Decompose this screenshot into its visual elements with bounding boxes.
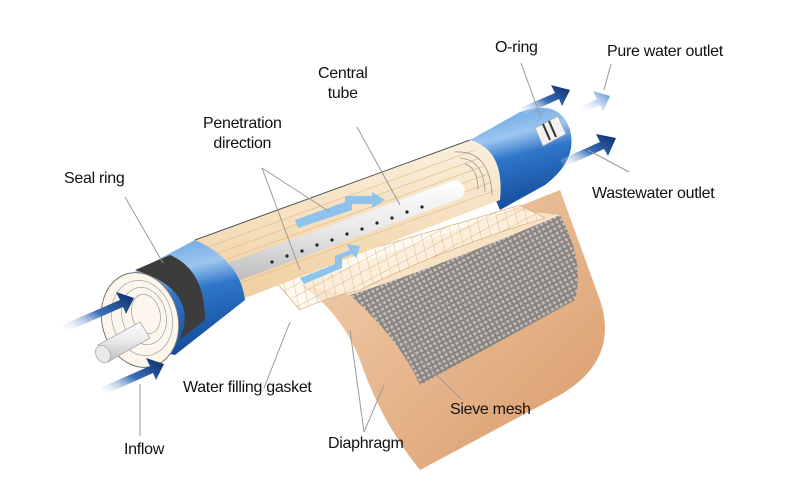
membrane-housing — [95, 107, 572, 368]
label-water-filling-gasket: Water filling gasket — [183, 379, 312, 396]
o-ring — [542, 120, 557, 141]
seal-ring — [135, 255, 205, 340]
label-penetration-line2: direction — [213, 135, 272, 152]
o-ring-connector — [534, 115, 567, 147]
label-inflow: Inflow — [124, 441, 164, 458]
label-diaphragm: Diaphragm — [328, 435, 404, 452]
tube-perforations — [270, 205, 424, 264]
pure-water-arrow — [580, 91, 610, 113]
label-sieve-mesh: Sieve mesh — [450, 401, 531, 418]
leader-lines — [124, 62, 630, 436]
label-wastewater-outlet: Wastewater outlet — [592, 185, 715, 202]
label-o-ring: O-ring — [495, 39, 538, 56]
label-penetration-direction: Penetration direction — [203, 114, 282, 154]
sieve-mesh-sheet — [350, 215, 578, 385]
label-pure-water-outlet: Pure water outlet — [607, 43, 723, 60]
label-seal-ring: Seal ring — [64, 170, 125, 187]
inflow-arrows — [62, 292, 164, 395]
label-central-tube-line1: Central — [318, 65, 368, 82]
penetration-flow-arrows — [295, 192, 385, 284]
label-penetration-line1: Penetration — [203, 115, 282, 132]
label-central-tube: Central tube — [318, 64, 368, 104]
label-central-tube-line2: tube — [327, 85, 358, 102]
